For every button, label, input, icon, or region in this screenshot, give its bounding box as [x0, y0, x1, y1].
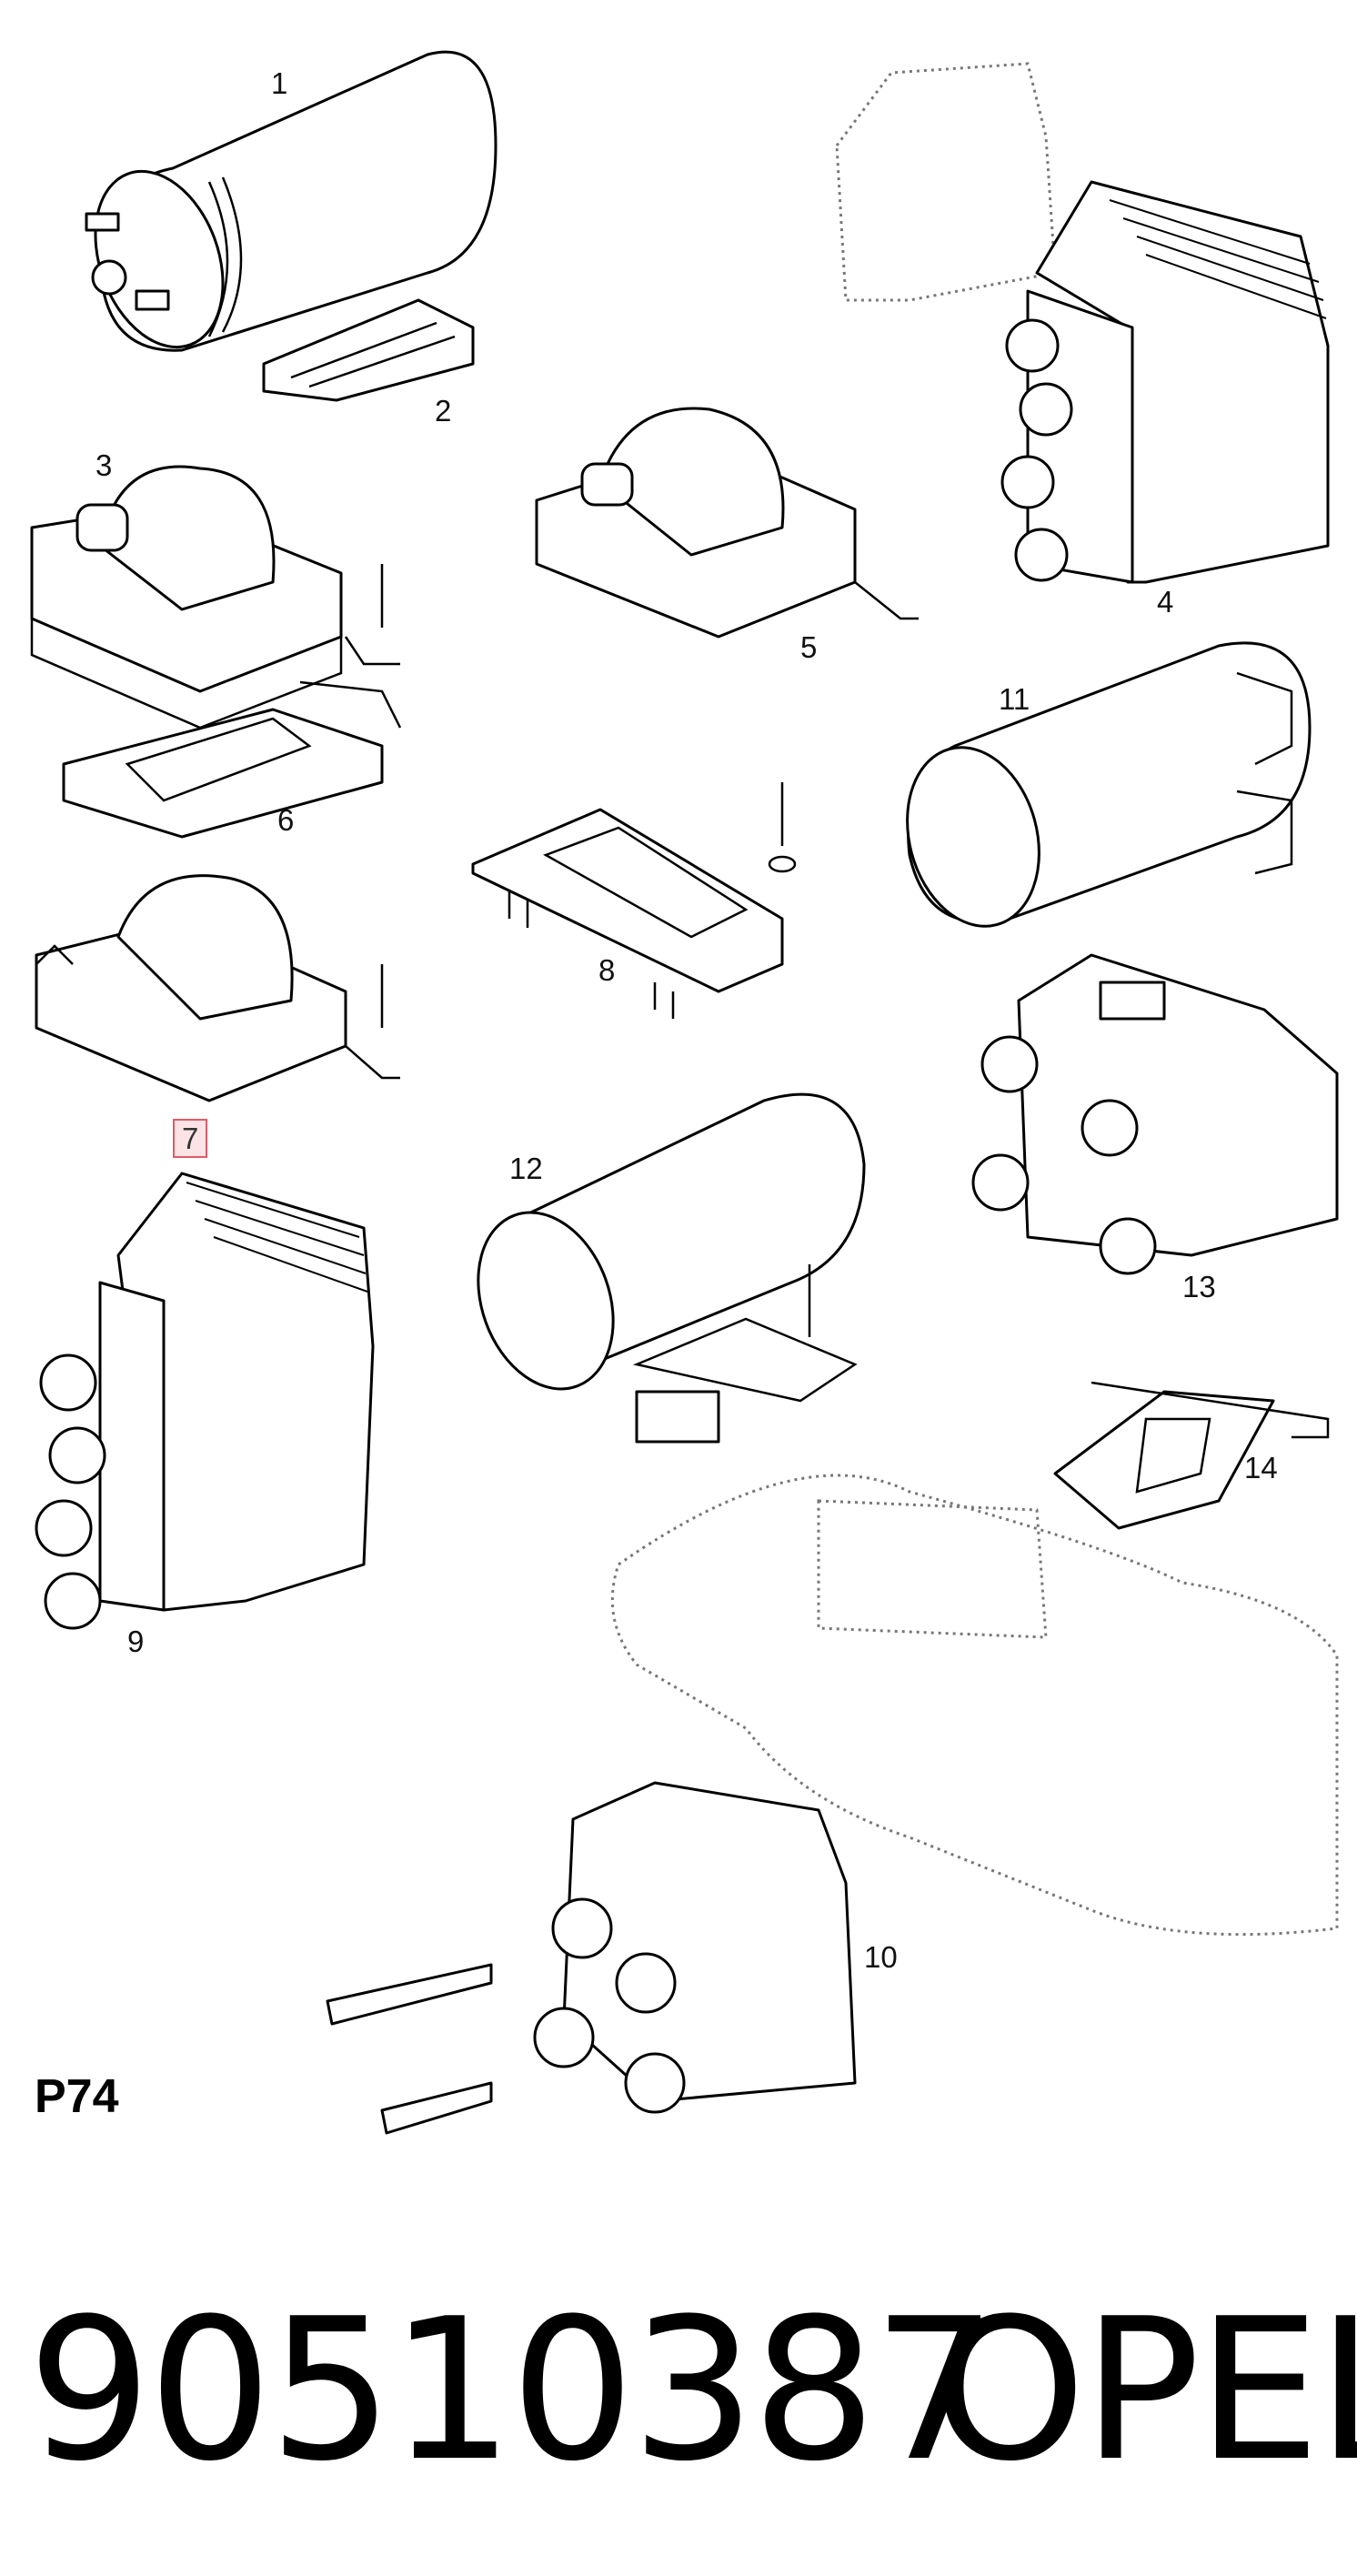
part-6-module-plate	[62, 680, 402, 839]
page-code: P74	[35, 2070, 119, 2123]
callout-3: 3	[95, 448, 113, 482]
callout-9: 9	[127, 1625, 145, 1658]
callout-4: 4	[1157, 585, 1174, 619]
callout-8: 8	[598, 953, 616, 987]
callout-13: 13	[1182, 1270, 1216, 1303]
callout-5: 5	[800, 630, 818, 664]
part-11-cylinder-coil	[906, 641, 1312, 928]
callout-2: 2	[435, 394, 452, 428]
part-12-coil-module	[477, 1092, 866, 1444]
part-1-cylinder-coil	[85, 50, 498, 352]
part-3-square-coil	[30, 465, 400, 730]
part-4-dis-coil-pack	[835, 62, 1330, 584]
part-9-dis-coil-pack	[35, 1172, 375, 1630]
callout-6: 6	[277, 803, 295, 837]
callout-14: 14	[1244, 1451, 1278, 1484]
callout-11: 11	[999, 682, 1030, 716]
callout-7-highlighted[interactable]: 7	[173, 1119, 208, 1158]
part-5-coil-bracket	[535, 407, 919, 639]
part-7-coil	[35, 874, 400, 1102]
callout-12: 12	[509, 1152, 543, 1185]
part-13-four-tower-coil	[971, 953, 1339, 1275]
callout-1: 1	[271, 66, 288, 100]
callout-10: 10	[864, 1940, 898, 1974]
part-number: 90510387	[27, 2276, 997, 2504]
part-14-module-bracket	[1053, 1381, 1330, 1530]
brand-name: OPEL	[932, 2276, 1357, 2504]
part-2-module	[262, 298, 475, 402]
part-10-coil-on-block	[326, 1474, 1339, 2135]
part-8-ignition-module	[471, 782, 797, 1019]
